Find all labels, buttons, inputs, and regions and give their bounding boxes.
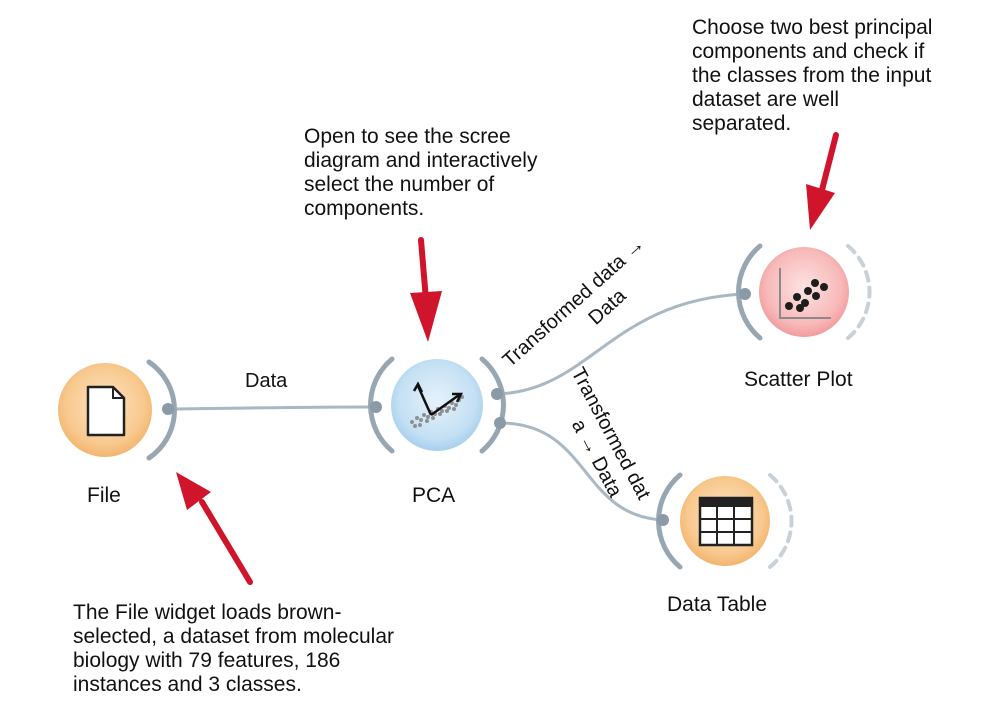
pca-output-anchor-2[interactable]: [494, 417, 506, 429]
table-grid-icon: [698, 496, 754, 547]
pca-note: Open to see the scree diagram and intera…: [304, 125, 537, 221]
scatter-note: Choose two best principal components and…: [692, 16, 932, 136]
file-note: The File widget loads brown- selected, a…: [73, 601, 394, 697]
arrow-to-file: [176, 472, 253, 585]
pca-node-circle: [391, 359, 483, 451]
scatter-plot-node[interactable]: Scatter Plot: [736, 243, 872, 391]
link-file-pca[interactable]: [167, 405, 377, 411]
scatter-note-line: components and check if: [692, 40, 925, 63]
pca-note-line: Open to see the scree: [304, 125, 511, 148]
pca-node[interactable]: PCA: [368, 356, 506, 507]
file-node-label: File: [87, 484, 121, 507]
table-node-label: Data Table: [667, 593, 767, 616]
arrow-to-pca: [410, 237, 442, 342]
pca-output-arc: [479, 356, 506, 454]
file-node[interactable]: File: [58, 359, 177, 507]
pca-vectors-icon: [410, 381, 464, 428]
link-pca-table[interactable]: [499, 421, 664, 522]
pca-note-line: components.: [304, 197, 425, 220]
table-output-arc: [768, 473, 794, 569]
table-input-anchor[interactable]: [657, 514, 669, 526]
scatter-node-label: Scatter Plot: [744, 368, 853, 391]
file-note-line: biology with 79 features, 186: [73, 649, 341, 672]
pca-input-anchor[interactable]: [370, 401, 382, 413]
pca-node-label: PCA: [412, 484, 455, 507]
file-note-line: instances and 3 classes.: [73, 673, 302, 696]
file-note-line: selected, a dataset from molecular: [73, 625, 394, 648]
scatter-input-arc: [736, 243, 763, 341]
link-label-file-pca: Data: [245, 370, 288, 392]
file-note-line: The File widget loads brown-: [73, 601, 342, 624]
pca-note-line: diagram and interactively: [304, 149, 538, 172]
link-pca-scatter[interactable]: [495, 292, 746, 396]
scatter-note-line: the classes from the input: [692, 64, 932, 87]
scatter-note-line: separated.: [692, 112, 792, 135]
scatter-node-circle: [759, 247, 849, 337]
pca-note-line: select the number of: [304, 173, 495, 196]
document-icon: [86, 385, 126, 437]
scatter-plot-icon: [779, 268, 831, 319]
data-table-node[interactable]: Data Table: [656, 472, 794, 616]
scatter-input-anchor[interactable]: [739, 288, 751, 300]
file-output-arc: [146, 359, 177, 461]
arrow-to-scatter: [806, 132, 839, 230]
file-output-anchor[interactable]: [162, 403, 174, 415]
scatter-note-line: Choose two best principal: [692, 16, 933, 39]
scatter-output-arc: [846, 244, 872, 340]
pca-output-anchor-1[interactable]: [491, 388, 503, 400]
scatter-note-line: dataset are well: [692, 88, 840, 111]
